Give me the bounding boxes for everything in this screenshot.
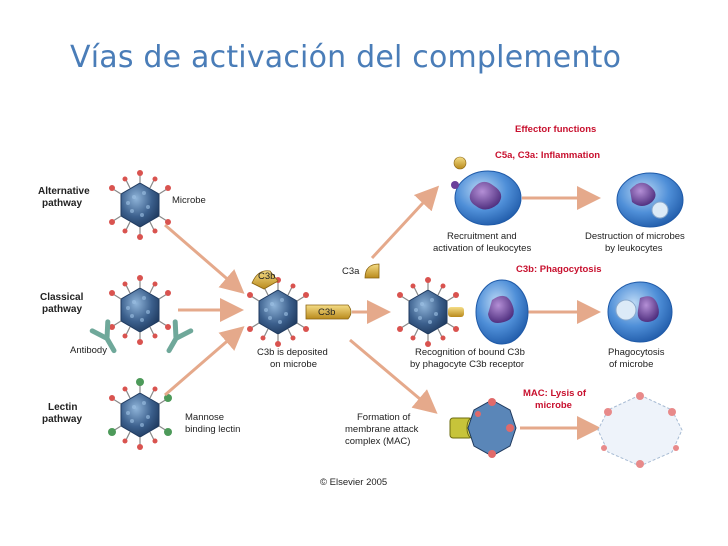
- microbe-alternative: [108, 169, 172, 241]
- phagocyte: [607, 281, 673, 343]
- effector-arrows: [349, 185, 601, 440]
- phagocytosis-label: Phagocytosis of microbe: [608, 347, 665, 370]
- c3b-deposited-label: C3b is deposited on microbe: [257, 347, 328, 370]
- pathway-arrows: [164, 223, 245, 397]
- microbe-label: Microbe: [172, 195, 206, 206]
- effector-heading: Effector functions: [515, 124, 596, 135]
- svg-text:Recognition of bound C3b: Recognition of bound C3b: [415, 347, 525, 358]
- svg-text:pathway: pathway: [42, 198, 82, 209]
- c3a-fragment: [364, 263, 380, 279]
- inflammation-heading: C5a, C3a: Inflammation: [495, 150, 600, 161]
- svg-text:by leukocytes: by leukocytes: [605, 243, 663, 254]
- microbe-classical: [92, 274, 191, 355]
- c3b-tag-top: C3b: [258, 271, 275, 282]
- svg-text:by phagocyte C3b receptor: by phagocyte C3b receptor: [410, 359, 524, 370]
- mac-heading: MAC: Lysis of microbe: [523, 388, 587, 411]
- svg-text:pathway: pathway: [42, 414, 82, 425]
- svg-text:activation of leukocytes: activation of leukocytes: [433, 243, 531, 254]
- svg-text:C3b is deposited: C3b is deposited: [257, 347, 328, 358]
- lectin-pathway-label: Lectin pathway: [42, 402, 82, 425]
- svg-text:Recruitment and: Recruitment and: [447, 231, 517, 242]
- copyright: © Elsevier 2005: [320, 477, 387, 488]
- svg-text:Lectin: Lectin: [48, 402, 77, 413]
- leukocyte-recruitment: [451, 156, 522, 226]
- slide-title: Vías de activación del complemento: [70, 40, 622, 75]
- formation-label: Formation of membrane attack complex (MA…: [345, 412, 419, 447]
- svg-text:pathway: pathway: [42, 304, 82, 315]
- svg-text:Classical: Classical: [40, 292, 84, 303]
- svg-text:on microbe: on microbe: [270, 359, 317, 370]
- c3a-label: C3a: [342, 266, 360, 277]
- alternative-pathway-label: Alternative pathway: [38, 186, 90, 209]
- svg-text:of microbe: of microbe: [609, 359, 653, 370]
- microbe-c3b-deposited: [246, 270, 352, 348]
- lysed-microbe: [597, 392, 683, 468]
- svg-text:Destruction of microbes: Destruction of microbes: [585, 231, 685, 242]
- mac-formation: [449, 398, 517, 458]
- microbe-lectin: [108, 378, 172, 451]
- svg-text:Alternative: Alternative: [38, 186, 90, 197]
- phagocytosis-heading: C3b: Phagocytosis: [516, 264, 602, 275]
- c3b-tag-mid: C3b: [318, 307, 335, 318]
- svg-text:microbe: microbe: [535, 400, 572, 411]
- leukocyte-destruction: [616, 172, 684, 228]
- svg-text:membrane attack: membrane attack: [345, 424, 419, 435]
- svg-text:complex (MAC): complex (MAC): [345, 436, 410, 447]
- destruction-label: Destruction of microbes by leukocytes: [585, 231, 685, 254]
- classical-pathway-label: Classical pathway: [40, 292, 84, 315]
- svg-text:binding lectin: binding lectin: [185, 424, 240, 435]
- recognition-label: Recognition of bound C3b by phagocyte C3…: [410, 347, 525, 370]
- svg-text:Formation of: Formation of: [357, 412, 411, 423]
- antibody-label: Antibody: [70, 345, 107, 356]
- svg-text:MAC: Lysis of: MAC: Lysis of: [523, 388, 587, 399]
- mannose-label: Mannose binding lectin: [185, 412, 240, 435]
- svg-text:Phagocytosis: Phagocytosis: [608, 347, 665, 358]
- recruitment-label: Recruitment and activation of leukocytes: [433, 231, 531, 254]
- microbe-recognition: [396, 276, 529, 348]
- svg-text:Mannose: Mannose: [185, 412, 224, 423]
